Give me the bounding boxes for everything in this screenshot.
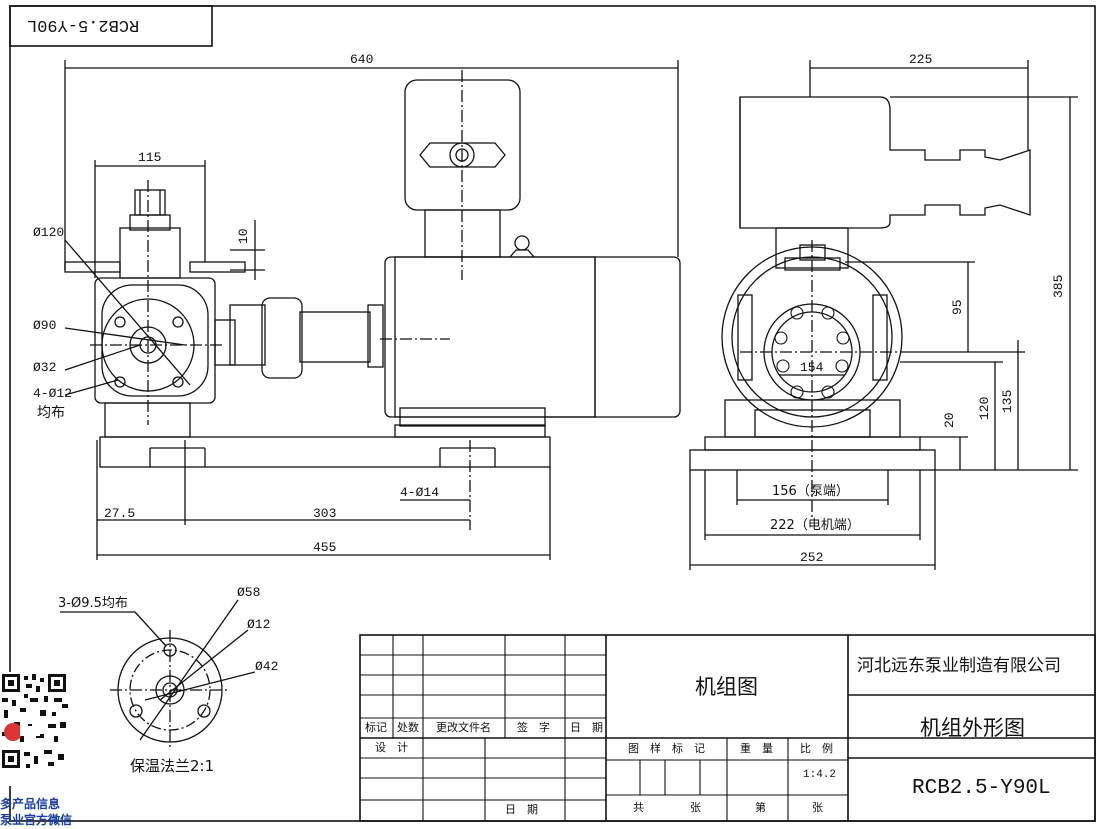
design-label: 设 计 (375, 741, 408, 754)
model-number: RCB2.5-Y90L (912, 777, 1051, 800)
watermark-line-2: 泵业官方微信 (0, 813, 73, 827)
sheets-label-2: 张 (812, 801, 823, 814)
title-block (359, 634, 1096, 822)
dim-dia-120: Ø120 (33, 225, 65, 240)
header-count: 处数 (397, 721, 419, 734)
company-name: 河北远东泵业制造有限公司 (857, 656, 1061, 676)
dim-10: 10 (236, 228, 251, 244)
model-code-box (9, 5, 213, 47)
dim-flange-width: 115 (138, 150, 162, 165)
flange-d12: Ø12 (247, 617, 271, 632)
dim-dia-32: Ø32 (33, 360, 57, 375)
watermark-line-1: 多产品信息 (0, 797, 61, 811)
dim-dia-90: Ø90 (33, 318, 57, 333)
dim-motor-end: 222（电机端） (770, 518, 860, 533)
qr-code-icon (0, 672, 70, 786)
total-label: 共 (633, 801, 644, 814)
dim-27-5: 27.5 (104, 506, 136, 521)
scale-value: 1:4.2 (803, 769, 837, 781)
side-view (689, 60, 1078, 570)
header-change-doc: 更改文件名 (436, 721, 491, 734)
dim-evenly: 均布 (37, 405, 65, 421)
stage-mark-label: 图 样 标 记 (628, 742, 705, 755)
dim-120: 120 (977, 396, 992, 420)
header-date: 日 期 (570, 721, 603, 734)
header-sign: 签 字 (517, 721, 550, 734)
flange-d58: Ø58 (237, 585, 261, 600)
weight-label: 重 量 (740, 742, 773, 755)
drawing-type: 机组图 (695, 675, 758, 699)
dim-303: 303 (313, 506, 337, 521)
dim-holes-4: 4-Ø12 (33, 386, 73, 401)
dim-252: 252 (800, 550, 824, 565)
dim-20: 20 (942, 412, 957, 428)
flange-d42: Ø42 (255, 659, 279, 674)
header-mark: 标记 (365, 721, 387, 734)
dim-455: 455 (313, 540, 337, 555)
dim-225: 225 (909, 52, 933, 67)
drawing-title: 机组外形图 (920, 716, 1025, 740)
flange-detail (60, 599, 256, 750)
flange-caption: 保温法兰2:1 (130, 757, 215, 775)
scale-label: 比 例 (800, 742, 833, 755)
flange-holes: 3-Ø9.5均布 (58, 596, 128, 611)
dim-holes-base: 4-Ø14 (400, 485, 440, 500)
date-label-2: 日 期 (505, 803, 538, 816)
sheets-label: 张 (690, 801, 701, 814)
dim-overall-length: 640 (350, 52, 374, 67)
dim-385: 385 (1051, 274, 1066, 298)
dim-95: 95 (950, 299, 965, 315)
dim-pump-end: 156（泵端） (772, 484, 849, 499)
model-code-mirrored: RCB2.5-Y90L (27, 15, 140, 34)
front-view (64, 60, 681, 560)
dim-135: 135 (1000, 389, 1015, 413)
dim-154: 154 (800, 360, 824, 375)
sheet-no-label: 第 (755, 801, 766, 814)
